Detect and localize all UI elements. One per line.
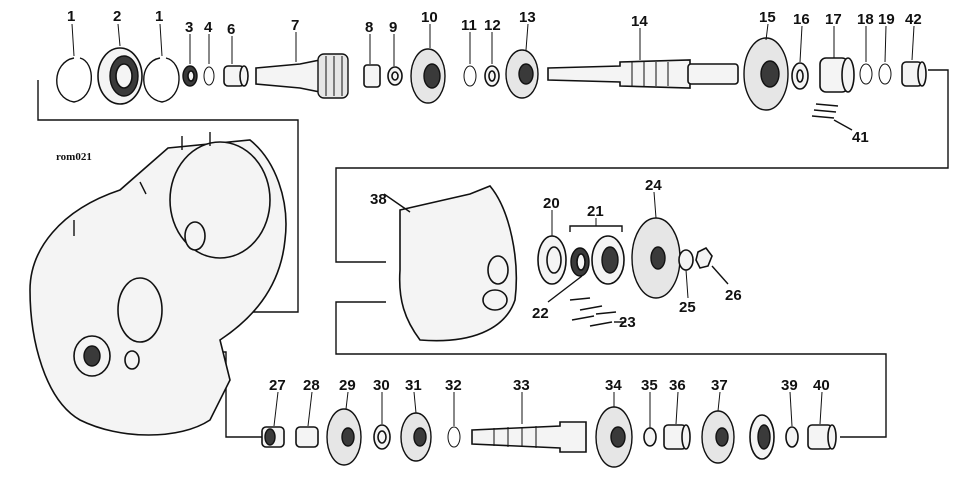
part-14-mainshaft (547, 59, 739, 89)
label-39: 39 (781, 377, 798, 394)
label-18: 18 (857, 11, 874, 28)
label-28: 28 (303, 377, 320, 394)
label-1-right: 1 (155, 8, 163, 25)
part-7-mainshaft-gear (255, 53, 349, 99)
figure-code: rom021 (56, 151, 92, 163)
label-8: 8 (365, 19, 373, 36)
label-23: 23 (619, 314, 636, 331)
label-41: 41 (852, 129, 869, 146)
part-1-left-snap-ring (56, 57, 93, 103)
part-8-bushing (363, 64, 381, 88)
part-19-ring (878, 63, 892, 85)
label-30: 30 (373, 377, 390, 394)
part-25-lockwasher (678, 249, 694, 271)
label-24: 24 (645, 177, 662, 194)
label-11: 11 (461, 17, 477, 34)
label-26: 26 (725, 287, 742, 304)
label-leaders (71, 23, 915, 428)
part-3-seal (182, 65, 198, 87)
label-7: 7 (291, 17, 299, 34)
label-10: 10 (421, 9, 438, 26)
part-26-nut (695, 246, 729, 285)
part-39-washer (785, 426, 799, 448)
part-24-sprocket (631, 217, 681, 299)
part-labels: rom021 1 2 1 3 4 6 7 8 9 10 11 12 13 14 … (56, 8, 922, 394)
label-16: 16 (793, 11, 810, 28)
part-29-gear (326, 408, 362, 466)
label-31: 31 (405, 377, 422, 394)
part-21-retainer (591, 235, 625, 285)
label-21: 21 (587, 203, 604, 220)
label-17: 17 (825, 11, 842, 28)
part-16-washer (791, 62, 809, 90)
part-17-bearing-race (819, 57, 855, 93)
part-31-gear (400, 412, 432, 462)
label-36: 36 (669, 377, 686, 394)
part-32-ring (447, 426, 461, 448)
label-35: 35 (641, 377, 658, 394)
label-20: 20 (543, 195, 560, 212)
part-20-gasket (537, 235, 567, 285)
part-38-side-cover (383, 185, 518, 342)
part-10-gear (410, 48, 446, 104)
label-3: 3 (185, 19, 193, 36)
label-29: 29 (339, 377, 356, 394)
part-13-gear (505, 49, 539, 99)
label-13: 13 (519, 9, 536, 26)
part-42-bushing (901, 61, 927, 87)
part-9-washer (387, 66, 403, 86)
part-12-washer (484, 65, 500, 87)
label-42: 42 (905, 11, 922, 28)
part-11-ring (463, 65, 477, 87)
part-34-gear (595, 406, 633, 468)
part-transmission-case (29, 132, 287, 436)
label-14: 14 (631, 13, 648, 30)
part-41-pins (811, 103, 853, 131)
part-33-countershaft (471, 421, 587, 453)
label-33: 33 (513, 377, 530, 394)
part-35-washer (643, 427, 657, 447)
label-25: 25 (679, 299, 696, 316)
label-27: 27 (269, 377, 286, 394)
part-30-washer (373, 424, 391, 450)
label-32: 32 (445, 377, 462, 394)
part-28-bushing (295, 426, 319, 448)
label-2: 2 (113, 8, 121, 25)
label-19: 19 (878, 11, 895, 28)
part-36-bushing (663, 424, 691, 450)
label-1-left: 1 (67, 8, 75, 25)
part-40-bushing (807, 424, 837, 450)
part-18-washer (859, 63, 873, 85)
part-37-gear (701, 410, 775, 464)
label-40: 40 (813, 377, 830, 394)
label-38: 38 (370, 191, 387, 208)
part-27-bearing (261, 426, 285, 448)
part-2-bearing (97, 47, 143, 105)
part-23-screws (569, 297, 626, 327)
label-6: 6 (227, 21, 235, 38)
label-15: 15 (759, 9, 776, 26)
part-15-gear (743, 37, 789, 111)
part-1-right-snap-ring (143, 57, 180, 103)
label-37: 37 (711, 377, 728, 394)
label-9: 9 (389, 19, 397, 36)
label-12: 12 (484, 17, 501, 34)
part-6-spacer (223, 65, 249, 87)
label-34: 34 (605, 377, 622, 394)
label-4: 4 (204, 19, 213, 36)
part-4-ring (203, 66, 215, 86)
part-21-bracket (569, 225, 623, 232)
label-22: 22 (532, 305, 549, 322)
part-22-leader (547, 275, 583, 303)
part-21-seal (570, 247, 590, 277)
